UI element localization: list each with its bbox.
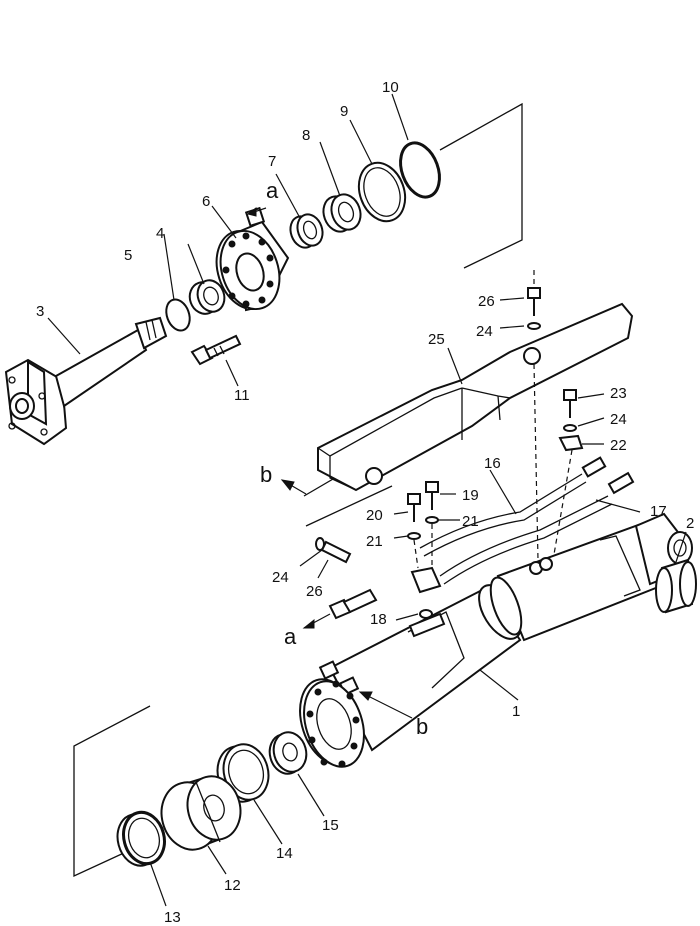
label-part-2: 2 (686, 515, 694, 532)
label-part-7: 7 (268, 153, 276, 170)
piston-part-12 (160, 775, 242, 851)
label-part-24-top: 24 (476, 323, 493, 340)
label-part-11: 11 (234, 387, 250, 404)
nut-part-15 (268, 731, 308, 775)
label-part-20: 20 (366, 507, 383, 524)
label-part-24-right: 24 (610, 411, 627, 428)
label-part-6: 6 (202, 193, 210, 210)
arm-beam-part (317, 302, 634, 492)
flange-housing-part (215, 206, 290, 312)
bolt-part-23 (558, 389, 584, 452)
ref-letter-a-top: a (266, 178, 279, 203)
cylinder-head-flange (299, 678, 365, 768)
label-part-8: 8 (302, 127, 310, 144)
label-part-13: 13 (164, 909, 181, 926)
label-part-10: 10 (382, 79, 399, 96)
lower-bracket-frame (73, 705, 151, 878)
label-part-24-left: 24 (272, 569, 289, 586)
bolt-part-11 (190, 334, 242, 366)
bolt-part-19 (425, 481, 439, 524)
label-part-19: 19 (462, 487, 479, 504)
ring-part-9-inner (363, 167, 401, 217)
label-part-14: 14 (276, 845, 293, 862)
label-part-22: 22 (610, 437, 627, 454)
pipe-part-17 (439, 471, 635, 585)
bolt-part-26-mid (315, 537, 352, 564)
label-part-21-right: 21 (462, 513, 479, 530)
shaft-flange-part (4, 316, 168, 446)
arrow-b-bottom (358, 691, 413, 719)
bearing-part (188, 279, 226, 315)
clamp-part (410, 566, 442, 594)
arrow-a-bottom (302, 613, 331, 629)
ref-letter-b-bottom: b (416, 714, 428, 739)
label-part-3: 3 (36, 303, 44, 320)
rod-bracket-line-2 (305, 485, 393, 527)
upper-bracket-frame (439, 102, 523, 269)
bolt-part-26-top (527, 287, 541, 330)
bearing-part-7 (289, 213, 324, 249)
label-part-15: 15 (322, 817, 339, 834)
snap-ring-part (165, 298, 191, 332)
arrow-b-left (280, 479, 307, 495)
pin-part-a (328, 588, 378, 620)
label-part-21-left: 21 (366, 533, 383, 550)
ring-part-14 (216, 743, 270, 803)
dashed-guide-23 (551, 449, 573, 567)
bearing-part-8 (322, 193, 362, 233)
label-part-1: 1 (512, 703, 520, 720)
label-part-23: 23 (610, 385, 627, 402)
label-part-12: 12 (224, 877, 241, 894)
label-part-16: 16 (484, 455, 501, 472)
label-part-5: 5 (124, 247, 132, 264)
label-part-25: 25 (428, 331, 445, 348)
ref-letter-b-left: b (260, 462, 272, 487)
o-ring-part-10 (399, 141, 441, 199)
pipe-part-16 (419, 456, 607, 557)
bushing-part-2 (655, 558, 697, 614)
ring-part-13 (116, 810, 166, 867)
label-part-9: 9 (340, 103, 348, 120)
arrow-a-top (246, 207, 267, 217)
label-part-26-left: 26 (306, 583, 323, 600)
ref-letter-a-bottom: a (284, 624, 297, 649)
label-part-26-top: 26 (478, 293, 495, 310)
label-part-17: 17 (650, 503, 667, 520)
leader-lines (47, 93, 687, 907)
bolt-part-20 (407, 493, 421, 540)
dashed-guide-20 (413, 539, 419, 569)
label-part-18: 18 (370, 611, 387, 628)
dashed-guide-beam (533, 363, 539, 561)
label-part-4: 4 (156, 225, 164, 242)
